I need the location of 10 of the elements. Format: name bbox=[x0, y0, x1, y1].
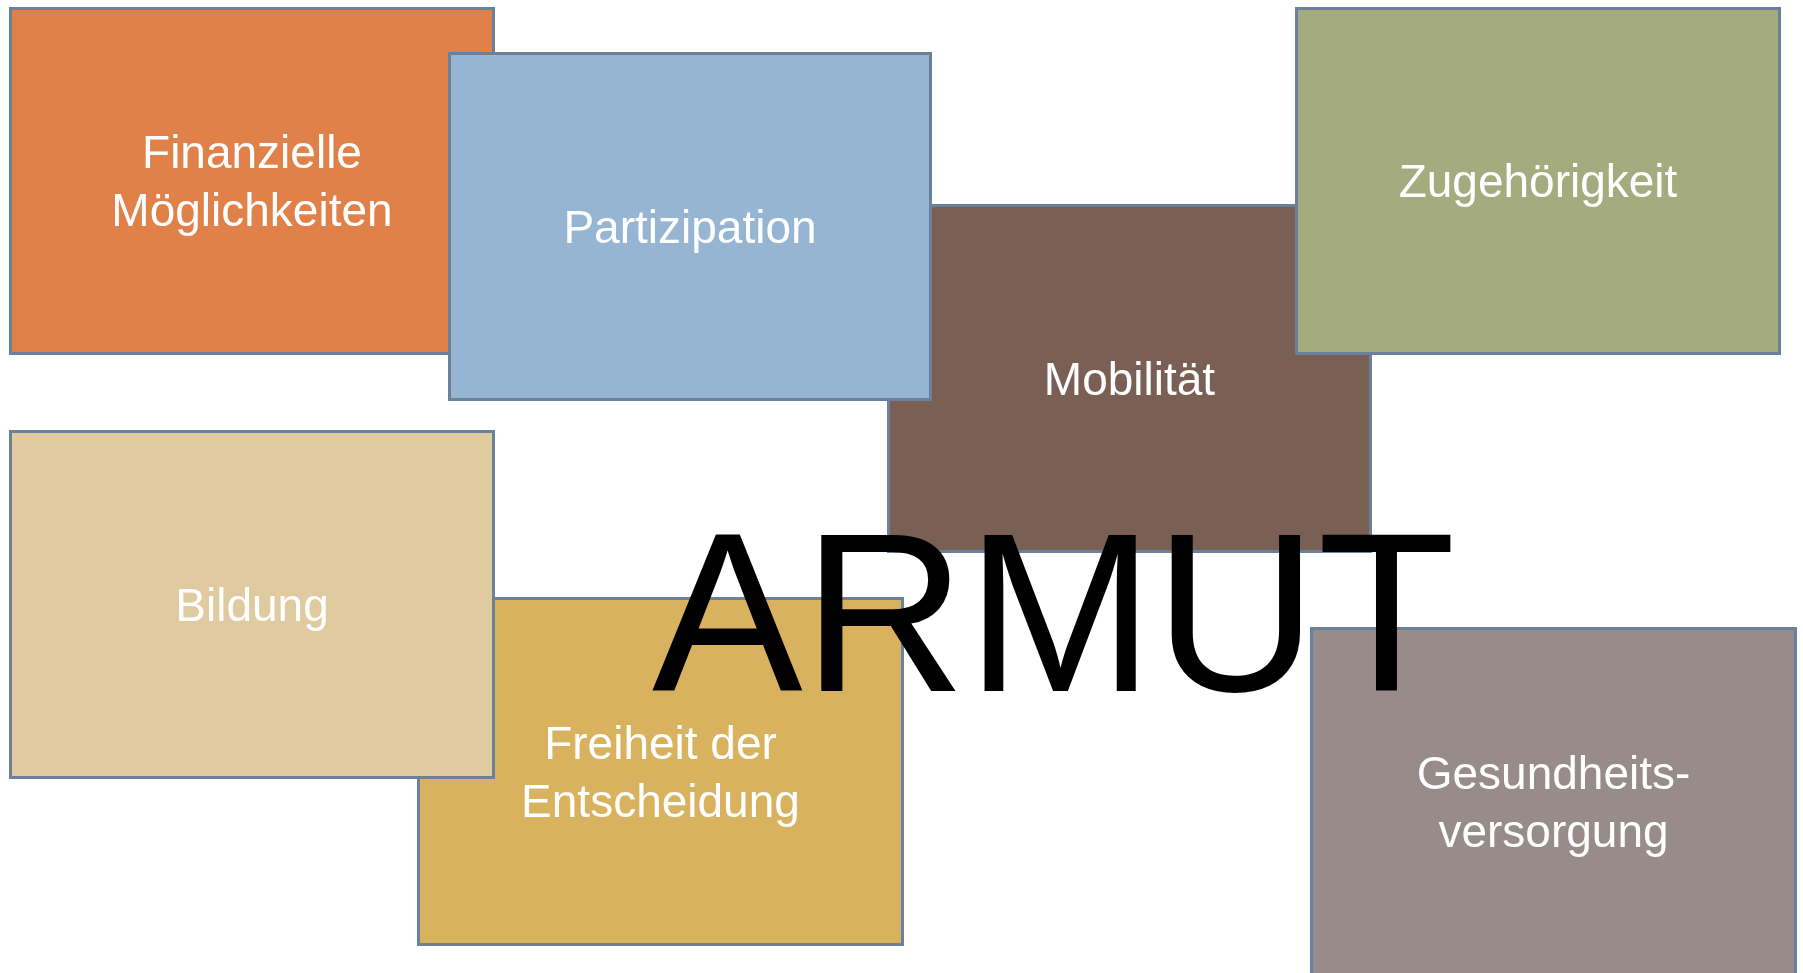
topic-box bbox=[1295, 7, 1781, 355]
topic-label: Finanzielle Möglichkeiten bbox=[110, 125, 394, 238]
topic-label: Zugehörigkeit bbox=[1398, 154, 1678, 209]
topic-label: Partizipation bbox=[563, 199, 817, 255]
topic-label: Gesundheits-versorgung bbox=[1415, 745, 1692, 859]
topic-box bbox=[9, 7, 495, 355]
topic-box bbox=[448, 52, 932, 401]
topic-label: Mobilität bbox=[1043, 351, 1216, 407]
topic-label: Bildung bbox=[175, 577, 329, 633]
topic-box bbox=[9, 430, 495, 779]
